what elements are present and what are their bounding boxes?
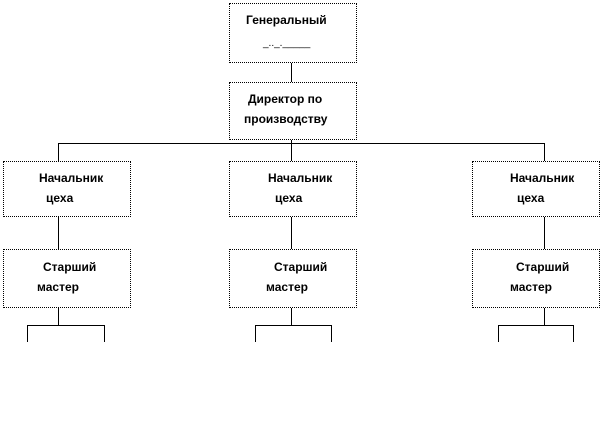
- connector-bus: [58, 143, 545, 144]
- node-label-line1: Начальник: [510, 171, 575, 185]
- node-shop-head-2: Начальник цеха: [229, 161, 357, 217]
- sub-bracket-mid-r: [331, 325, 332, 342]
- node-general-director: Генеральный _.._._____: [229, 3, 357, 63]
- node-label-line1: Директор по: [248, 92, 323, 106]
- sub-bracket-right-l: [498, 325, 499, 342]
- connector-bus-left: [58, 143, 59, 161]
- connector-master-sub-right: [544, 307, 545, 325]
- node-label-line2: мастер: [266, 280, 308, 294]
- connector-head-master-mid: [291, 216, 292, 249]
- sub-bracket-right: [498, 325, 574, 326]
- sub-bracket-left: [27, 325, 105, 326]
- node-label-line1: Начальник: [268, 171, 333, 185]
- connector-director-bus: [291, 139, 292, 161]
- node-senior-master-3: Старший мастер: [472, 249, 600, 308]
- node-label-line2: цеха: [275, 191, 303, 205]
- node-label-line1: Старший: [43, 260, 97, 274]
- connector-general-director: [291, 62, 292, 82]
- sub-bracket-mid: [255, 325, 332, 326]
- node-senior-master-1: Старший мастер: [3, 249, 131, 308]
- connector-bus-right: [544, 143, 545, 161]
- sub-bracket-right-r: [573, 325, 574, 342]
- connector-master-sub-mid: [291, 307, 292, 325]
- node-label-line1: Старший: [274, 260, 328, 274]
- node-label-line2: мастер: [37, 280, 79, 294]
- node-label-line1: Начальник: [39, 171, 104, 185]
- node-label-line1: Генеральный: [246, 13, 327, 27]
- node-shop-head-3: Начальник цеха: [472, 161, 600, 217]
- node-label-line2: цеха: [517, 191, 545, 205]
- node-senior-master-2: Старший мастер: [229, 249, 357, 308]
- sub-bracket-mid-l: [255, 325, 256, 342]
- node-shop-head-1: Начальник цеха: [3, 161, 131, 217]
- node-label-line2: мастер: [510, 280, 552, 294]
- node-production-director: Директор по производству: [229, 82, 357, 140]
- connector-head-master-left: [58, 216, 59, 249]
- sub-bracket-left-r: [104, 325, 105, 342]
- sub-bracket-left-l: [27, 325, 28, 342]
- node-label-line1: Старший: [516, 260, 570, 274]
- node-label-line2: производству: [244, 112, 328, 126]
- node-label-line2: _.._._____: [263, 38, 311, 49]
- connector-head-master-right: [544, 216, 545, 249]
- connector-master-sub-left: [58, 307, 59, 325]
- node-label-line2: цеха: [46, 191, 74, 205]
